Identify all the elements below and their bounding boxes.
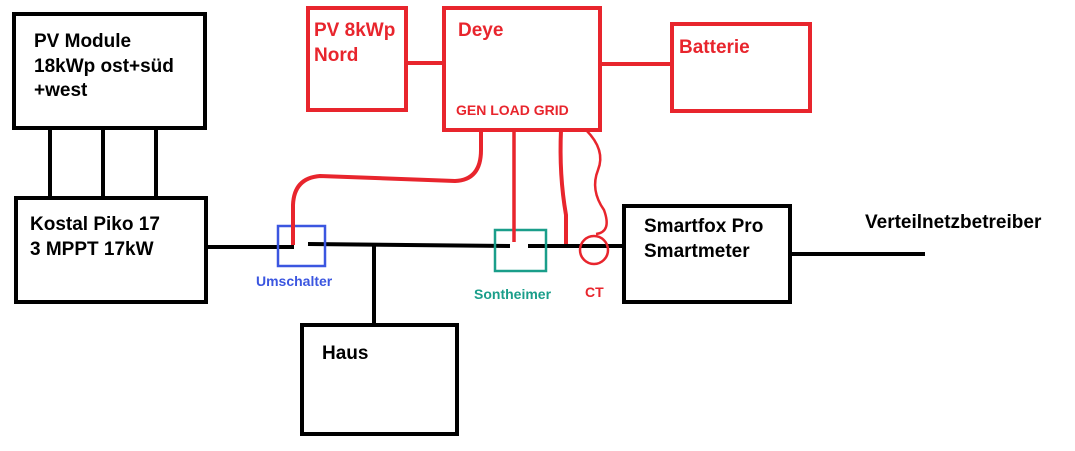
umschalter-box bbox=[276, 224, 327, 268]
deye-box bbox=[442, 6, 602, 132]
umschalter-label: Umschalter bbox=[256, 273, 333, 289]
gen-wire bbox=[291, 130, 483, 245]
kostal-box bbox=[14, 196, 208, 304]
batterie-box bbox=[670, 22, 812, 113]
sontheimer-box bbox=[493, 228, 548, 273]
ct-clamp bbox=[578, 234, 610, 266]
ct-label: CT bbox=[585, 284, 604, 300]
deye-ports-label: GEN LOAD GRID bbox=[456, 102, 569, 118]
deye-label: Deye bbox=[458, 20, 504, 41]
smartfox-label: Smartfox Pro Smartmeter bbox=[644, 216, 764, 262]
grid-wire bbox=[558, 129, 568, 244]
pv-nord-box bbox=[306, 6, 408, 112]
kostal-label: Kostal Piko 17 3 MPPT 17kW bbox=[30, 214, 160, 260]
bus-umschalter-sontheimer bbox=[307, 242, 511, 248]
pv-nord-label: PV 8kWp Nord bbox=[314, 20, 396, 66]
haus-box bbox=[300, 323, 459, 436]
haus-label: Haus bbox=[322, 343, 369, 364]
pv-module-label: PV Module 18kWp ost+süd +west bbox=[34, 31, 174, 102]
pv-module-box bbox=[12, 12, 207, 130]
sontheimer-label: Sontheimer bbox=[474, 286, 552, 302]
grid-operator-label: Verteilnetzbetreiber bbox=[865, 212, 1042, 233]
ct-wire bbox=[585, 129, 608, 236]
batterie-label: Batterie bbox=[679, 37, 750, 58]
